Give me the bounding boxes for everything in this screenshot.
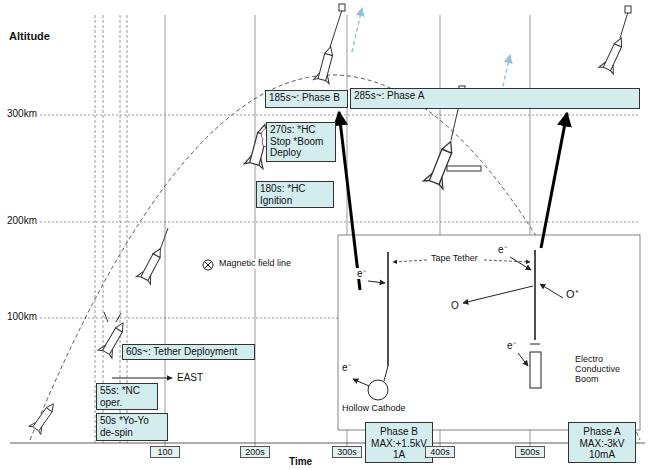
- axis-title: Altitude: [8, 30, 51, 42]
- trajectory-path: [30, 75, 640, 440]
- inset-panel: [338, 235, 640, 430]
- phase-pointer-arrows-part: [339, 112, 360, 290]
- box-text: 200s: [243, 447, 267, 457]
- grid-lines: [10, 15, 645, 446]
- event-box: 55s: *NC oper.: [96, 383, 158, 410]
- particle-label: O: [450, 300, 460, 311]
- rocket-figures-part: [104, 312, 121, 322]
- event-box: 285s~: Phase A: [350, 88, 640, 109]
- event-box: 50s *Yo-Yo de-spin: [96, 413, 168, 441]
- direction-label: EAST: [176, 372, 204, 383]
- phase-b-sketch-part: [368, 380, 388, 400]
- box-text: 55s: *NC oper.: [100, 385, 154, 408]
- event-box: Phase BMAX:+1.5kV 1A: [365, 422, 433, 463]
- rocket-figures-part: [339, 4, 345, 11]
- phase-a-sketch-part: [530, 352, 541, 388]
- box-text: Phase A: [572, 426, 632, 438]
- particle-label: e⁻: [341, 362, 352, 373]
- grid-lines-part: [127, 15, 128, 443]
- grid-lines-part: [255, 15, 256, 446]
- rocket-figures-part: [424, 138, 461, 189]
- time-tick-box: 200s: [240, 446, 270, 458]
- phase-a-sketch-part: [534, 250, 536, 340]
- phase-pointer-arrows: [339, 112, 567, 290]
- box-text: 500s: [518, 447, 542, 457]
- rocket-figures-part: [352, 8, 362, 52]
- particle-label: e⁻: [497, 244, 508, 255]
- grid-lines-part: [120, 15, 121, 443]
- particle-label: O⁺: [565, 288, 580, 300]
- time-tick-box: 100: [150, 446, 180, 458]
- time-tick-box: 500s: [515, 446, 545, 458]
- rocket-figures-part: [625, 6, 631, 13]
- time-tick-box: 400s: [425, 446, 455, 458]
- time-tick-box: 300s: [332, 446, 362, 458]
- box-text: 60s~: Tether Deployment: [126, 346, 251, 358]
- rocket-figures-part: [330, 10, 342, 47]
- event-box: Phase AMAX:-3kV 10mA: [568, 422, 636, 463]
- box-text: Phase B: [369, 426, 429, 438]
- altitude-tick: 300km: [6, 108, 38, 119]
- particle-label: e⁻: [356, 268, 367, 279]
- grid-lines-part: [40, 222, 640, 223]
- rocket-figures-part: [160, 228, 168, 250]
- box-text: MAX:-3kV 10mA: [572, 438, 632, 461]
- phase-pointer-arrows-part: [541, 113, 567, 248]
- part-label: Hollow Cathode: [341, 404, 407, 414]
- phase-a-sketch-part: [510, 257, 531, 270]
- altitude-tick: 100km: [6, 311, 38, 322]
- altitude-tick: 200km: [6, 215, 38, 226]
- particle-label: e⁻: [506, 340, 517, 351]
- rocket-figures-part: [447, 166, 481, 171]
- phase-b-sketch-part: [368, 281, 385, 283]
- tape-tether-leaders-part: [484, 260, 530, 262]
- grid-lines-part: [165, 15, 166, 446]
- east-arrow-part: [112, 378, 172, 379]
- box-text: 300s: [335, 447, 359, 457]
- phase-b-sketch-part: [387, 252, 389, 366]
- event-box: 180s: *HC Ignition: [256, 181, 334, 208]
- grid-lines-part: [103, 15, 104, 443]
- rocket-figures-part: [599, 35, 629, 74]
- rocket-figures-part: [314, 45, 339, 84]
- box-text: 50s *Yo-Yo de-spin: [100, 415, 164, 438]
- event-box: 270s: *HC Stop *Boom Deploy: [266, 122, 336, 162]
- phase-b-sketch-part: [384, 366, 388, 381]
- phase-a-sketch-part: [530, 344, 540, 345]
- phase-a-sketch-part: [540, 284, 563, 298]
- phase-a-sketch-part: [463, 286, 533, 303]
- phase-b-sketch-part: [353, 379, 369, 386]
- box-text: 400s: [428, 447, 452, 457]
- phase-a-sketch: [463, 250, 563, 388]
- phase-b-sketch: [353, 252, 388, 400]
- rocket-figures-part: [620, 12, 628, 38]
- part-label: Electro Conductive Boom: [574, 355, 632, 385]
- magnetic-field-symbol-part: [203, 260, 213, 270]
- east-arrow: [112, 378, 172, 379]
- event-box: 185s~: Phase B: [265, 90, 348, 108]
- magnetic-field-symbol: [203, 260, 213, 270]
- event-box: 60s~: Tether Deployment: [122, 344, 255, 360]
- box-text: 270s: *HC Stop *Boom Deploy: [270, 124, 332, 159]
- box-text: MAX:+1.5kV 1A: [369, 438, 429, 461]
- rocket-figures-part: [136, 245, 167, 284]
- box-text: 180s: *HC Ignition: [260, 183, 330, 206]
- part-label: Tape Tether: [430, 254, 479, 264]
- box-text: 285s~: Phase A: [354, 90, 636, 102]
- box-text: 100: [153, 447, 177, 457]
- box-text: 185s~: Phase B: [269, 92, 344, 104]
- grid-lines-part: [95, 15, 96, 443]
- magnetic-field-symbol-part: [205, 262, 212, 269]
- field-label: Magnetic field line: [218, 259, 292, 269]
- axis-title: Time: [288, 456, 313, 467]
- rocket-figures-part: [29, 400, 59, 435]
- phase-a-sketch-part: [518, 353, 528, 366]
- grid-lines-part: [10, 443, 645, 444]
- rocket-figures: [29, 4, 631, 434]
- tape-tether-leaders-part: [393, 260, 427, 262]
